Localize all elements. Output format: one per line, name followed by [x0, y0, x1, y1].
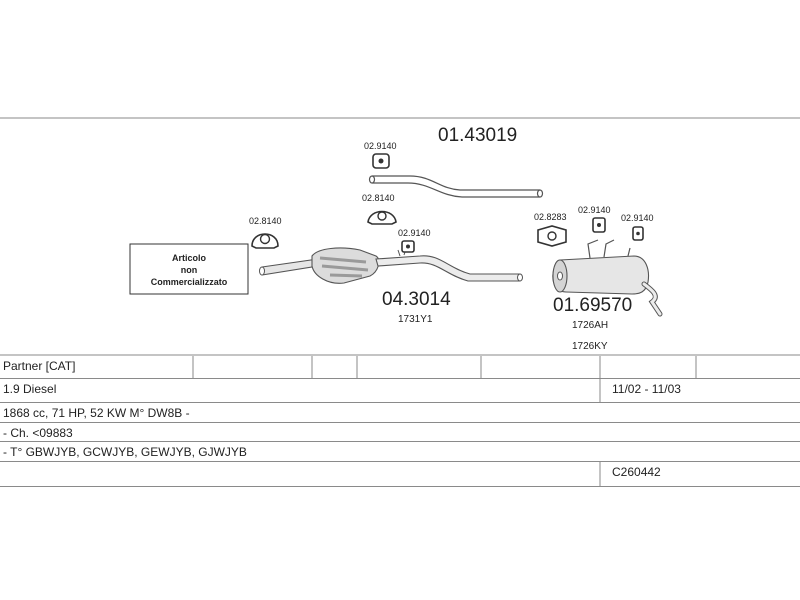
rear-silencer-subcode-2: 1726KY [572, 341, 608, 352]
table-row: - Ch. <09883 [0, 423, 800, 442]
mount-code-5: 02.8283 [534, 212, 567, 222]
rubber-hanger-icon [632, 226, 644, 241]
rubber-hanger-icon [372, 153, 390, 169]
center-pipe-subcode: 1731Y1 [398, 314, 433, 325]
mount-code-6: 02.9140 [578, 205, 611, 215]
notice-line-3: Commercializzato [151, 277, 228, 287]
gasket-icon [537, 225, 567, 247]
center-pipe [259, 247, 523, 284]
table-row: - T° GBWJYB, GCWJYB, GEWJYB, GJWJYB [0, 442, 800, 462]
table-row: C260442 [0, 462, 800, 487]
rear-silencer-subcode-1: 1726AH [572, 320, 608, 331]
mount-code-7: 02.9140 [621, 213, 654, 223]
vehicle-spec: 1868 cc, 71 HP, 52 KW M° DW8B - [3, 406, 190, 420]
catalog-ref: C260442 [612, 465, 661, 479]
ring-clamp-icon [251, 233, 279, 249]
vehicle-types: - T° GBWJYB, GCWJYB, GEWJYB, GJWJYB [3, 445, 247, 459]
table-row: 1.9 Diesel 11/02 - 11/03 [0, 379, 800, 403]
rubber-hanger-icon [592, 217, 606, 233]
table-row: 1868 cc, 71 HP, 52 KW M° DW8B - [0, 403, 800, 423]
clamp-icon [367, 210, 397, 225]
rear-silencer-code: 01.69570 [553, 295, 632, 316]
upper-pipe [368, 175, 544, 198]
vehicle-period: 11/02 - 11/03 [612, 382, 681, 396]
table-row: Partner [CAT] [0, 356, 800, 379]
assembly-code: 01.43019 [438, 125, 517, 146]
mount-code-1: 02.9140 [364, 141, 397, 151]
not-sold-notice: Articolo non Commercializzato [129, 243, 249, 295]
vehicle-model: Partner [CAT] [3, 359, 76, 373]
mount-code-3: 02.8140 [249, 216, 282, 226]
vehicle-engine: 1.9 Diesel [3, 382, 57, 396]
notice-line-2: non [181, 265, 198, 275]
rear-silencer [552, 239, 663, 317]
mount-code-4: 02.9140 [398, 228, 431, 238]
center-pipe-code: 04.3014 [382, 289, 451, 310]
mount-code-2: 02.8140 [362, 193, 395, 203]
vehicle-chassis: - Ch. <09883 [3, 426, 73, 440]
hook-icon [401, 240, 415, 253]
notice-line-1: Articolo [172, 253, 207, 263]
